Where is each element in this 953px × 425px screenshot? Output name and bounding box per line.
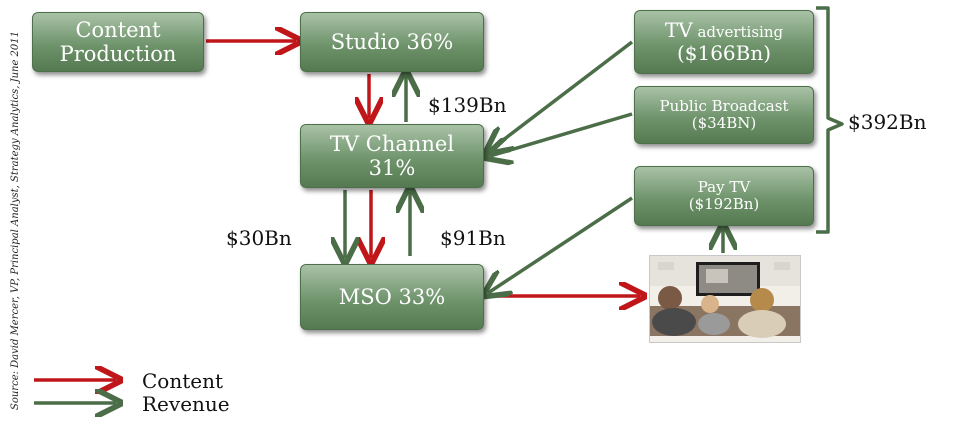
arrow-advertising-to-channel	[490, 40, 634, 150]
label-mso-channel-revenue: $91Bn	[440, 226, 506, 250]
pay-tv-line1: Pay TV	[697, 177, 751, 196]
public-broadcast-box: Public Broadcast ($34BN)	[634, 86, 814, 144]
mso-label: MSO 33%	[338, 284, 446, 309]
tv-channel-box: TV Channel 31%	[300, 124, 484, 188]
tv-advertising-line2: ($166Bn)	[676, 41, 772, 65]
legend-revenue-label: Revenue	[142, 392, 230, 416]
studio-label: Studio 36%	[330, 29, 454, 54]
label-channel-mso-content: $30Bn	[226, 226, 292, 250]
tv-advertising-box: TV advertising ($166Bn)	[634, 10, 814, 74]
public-broadcast-line1: Public Broadcast	[659, 96, 789, 115]
public-broadcast-line2: ($34BN)	[691, 114, 757, 132]
legend-content-label: Content	[142, 369, 224, 393]
source-note: Source: David Mercer, VP, Principal Anal…	[10, 31, 21, 410]
label-studio-channel: $139Bn	[428, 93, 507, 117]
family-watching-tv-image	[649, 255, 801, 343]
content-production-box: Content Production	[32, 12, 204, 72]
tv-channel-line2: 31%	[368, 156, 416, 180]
tv-advertising-line1-small: advertising	[692, 23, 784, 41]
studio-box: Studio 36%	[300, 12, 484, 72]
pay-tv-box: Pay TV ($192Bn)	[634, 166, 814, 226]
mso-box: MSO 33%	[300, 264, 484, 330]
content-production-line1: Content	[75, 17, 161, 42]
tv-advertising-line1-big: TV	[664, 18, 693, 42]
arrow-public-to-channel	[490, 112, 633, 156]
arrow-paytv-to-mso	[488, 196, 633, 293]
label-total: $392Bn	[848, 110, 927, 134]
tv-channel-line1: TV Channel	[329, 131, 455, 156]
content-production-line2: Production	[59, 42, 177, 66]
total-brace	[816, 6, 844, 234]
pay-tv-line2: ($192Bn)	[688, 195, 760, 213]
